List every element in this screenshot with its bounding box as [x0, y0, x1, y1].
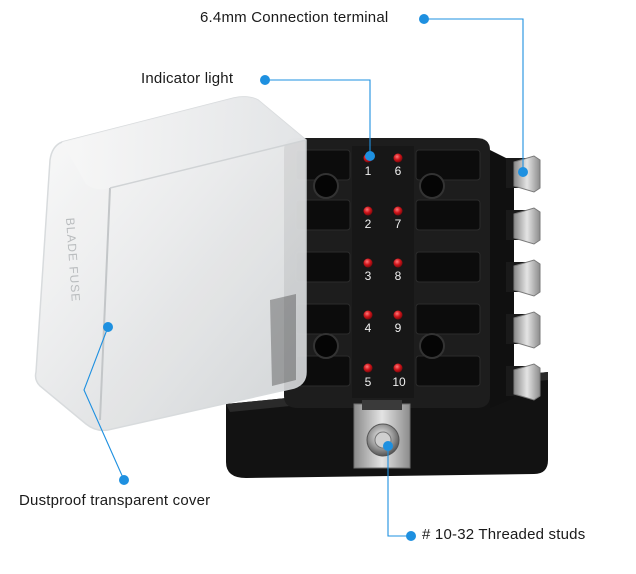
fuse-number-9: 9: [395, 321, 402, 335]
indicator-led-left-2: [363, 206, 373, 216]
connection-terminal-2: [506, 207, 541, 245]
connection-terminal-5: [506, 363, 541, 401]
studs-end-dot: [383, 441, 393, 451]
indicator-led-right-2: [393, 206, 403, 216]
indicator-led-left-3: [363, 258, 373, 268]
studs-callout-label: # 10-32 Threaded studs: [422, 526, 586, 543]
fuse-number-3: 3: [365, 269, 372, 283]
connection-terminal-4: [506, 311, 541, 349]
indicator-callout-label: Indicator light: [141, 70, 234, 87]
indicator-end-dot: [365, 151, 375, 161]
dustproof-cover: BLADE FUSE: [34, 96, 307, 432]
cover-imprint: BLADE FUSE: [63, 217, 83, 302]
indicator-led-right-4: [393, 310, 403, 320]
cover-leader-line: [83, 326, 125, 481]
fuse-number-8: 8: [395, 269, 402, 283]
fuse-number-4: 4: [365, 321, 372, 335]
terminal-callout-label: 6.4mm Connection terminal: [200, 9, 389, 26]
indicator-led-left-5: [363, 363, 373, 373]
terminal-leader-line: [424, 18, 524, 172]
indicator-led-right-5: [393, 363, 403, 373]
fuse-number-1: 1: [365, 164, 372, 178]
cover-dot: [103, 322, 113, 332]
studs-leader-line: [387, 446, 410, 537]
fuse-number-5: 5: [365, 375, 372, 389]
indicator-led-left-4: [363, 310, 373, 320]
indicator-lights: [363, 153, 403, 373]
fuse-number-2: 2: [365, 217, 372, 231]
cover-callout-label: Dustproof transparent cover: [19, 492, 211, 509]
fuse-numbers: 1 2 3 4 5 6 7 8 9 10: [365, 164, 406, 389]
threaded-stud: [353, 400, 411, 469]
indicator-led-right-1: [393, 153, 403, 163]
connection-terminals: [506, 155, 541, 401]
indicator-led-right-3: [393, 258, 403, 268]
terminal-end-dot: [518, 167, 528, 177]
fuse-number-10: 10: [392, 375, 406, 389]
cover-end-dot: [119, 475, 129, 485]
terminal-dot: [419, 14, 429, 24]
callout-lines: [83, 18, 524, 537]
fuse-number-7: 7: [395, 217, 402, 231]
studs-dot: [406, 531, 416, 541]
fuse-number-6: 6: [395, 164, 402, 178]
indicator-dot: [260, 75, 270, 85]
connection-terminal-3: [506, 259, 541, 297]
indicator-leader-line: [265, 79, 371, 156]
callout-dots: [103, 14, 528, 541]
